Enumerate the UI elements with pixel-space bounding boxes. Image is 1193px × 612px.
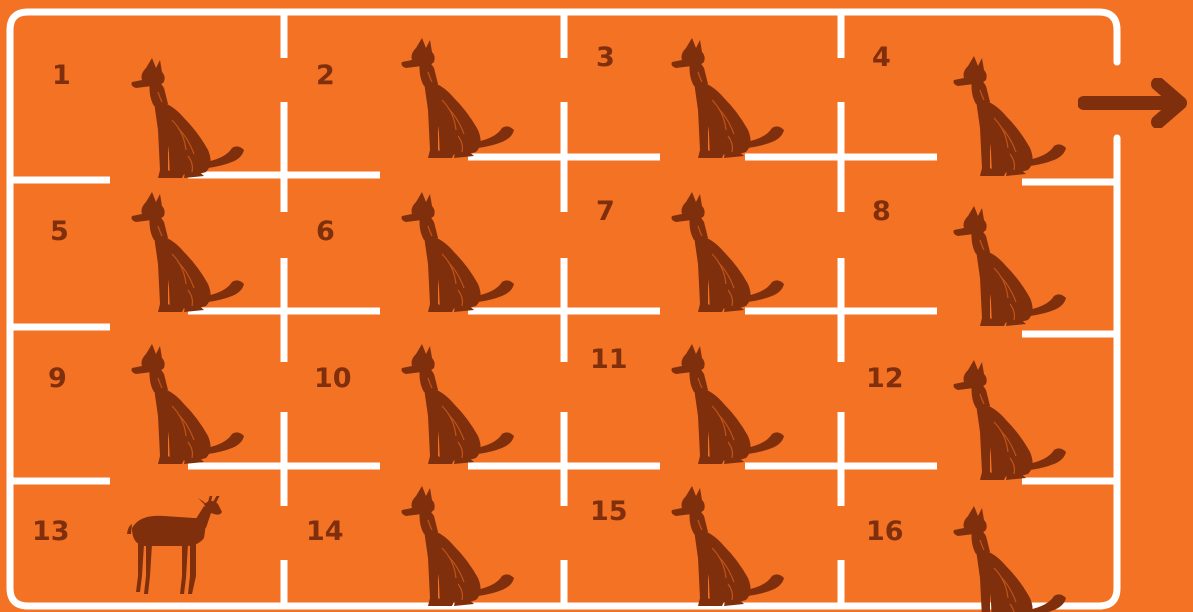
cell-number: 6 [316, 218, 335, 245]
dog-icon [128, 58, 248, 183]
dog-icon [398, 486, 518, 611]
cell-number: 15 [590, 498, 628, 525]
dog-icon [950, 206, 1070, 331]
cell-number: 4 [872, 44, 891, 71]
cell-number: 12 [866, 365, 904, 392]
dog-icon [950, 360, 1070, 485]
arrow-right-icon [1078, 78, 1193, 128]
antelope-icon [120, 496, 240, 612]
cell-number: 1 [52, 62, 71, 89]
dog-icon [668, 192, 788, 317]
cell-number: 9 [48, 365, 67, 392]
cell-number: 11 [590, 346, 628, 373]
cell-number: 13 [32, 518, 70, 545]
cell-number: 8 [872, 198, 891, 225]
dog-icon [668, 486, 788, 611]
dog-icon [668, 38, 788, 163]
dog-icon [128, 192, 248, 317]
dog-icon [398, 38, 518, 163]
cell-number: 5 [50, 218, 69, 245]
cell-number: 14 [306, 518, 344, 545]
dog-icon [398, 344, 518, 469]
cell-number: 10 [314, 365, 352, 392]
cell-number: 3 [596, 44, 615, 71]
dog-icon [398, 192, 518, 317]
dog-icon [950, 56, 1070, 181]
dog-icon [950, 506, 1070, 612]
cell-number: 16 [866, 518, 904, 545]
dog-icon [128, 344, 248, 469]
dog-icon [668, 344, 788, 469]
cell-number: 7 [596, 198, 615, 225]
cell-number: 2 [316, 62, 335, 89]
